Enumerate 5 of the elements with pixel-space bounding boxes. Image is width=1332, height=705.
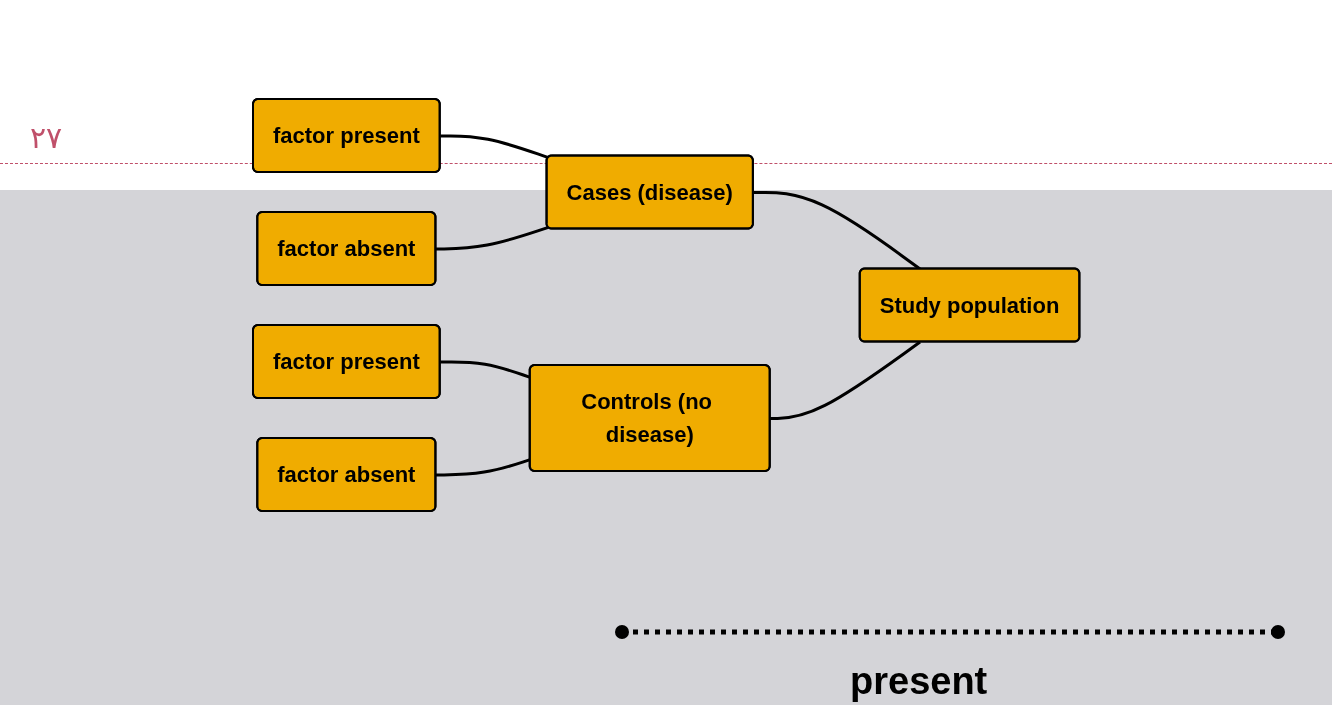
connector xyxy=(435,225,549,251)
connector xyxy=(440,134,549,160)
page-number: ٢٧ xyxy=(30,120,62,155)
time-label: present xyxy=(850,660,988,703)
connector xyxy=(770,340,921,420)
